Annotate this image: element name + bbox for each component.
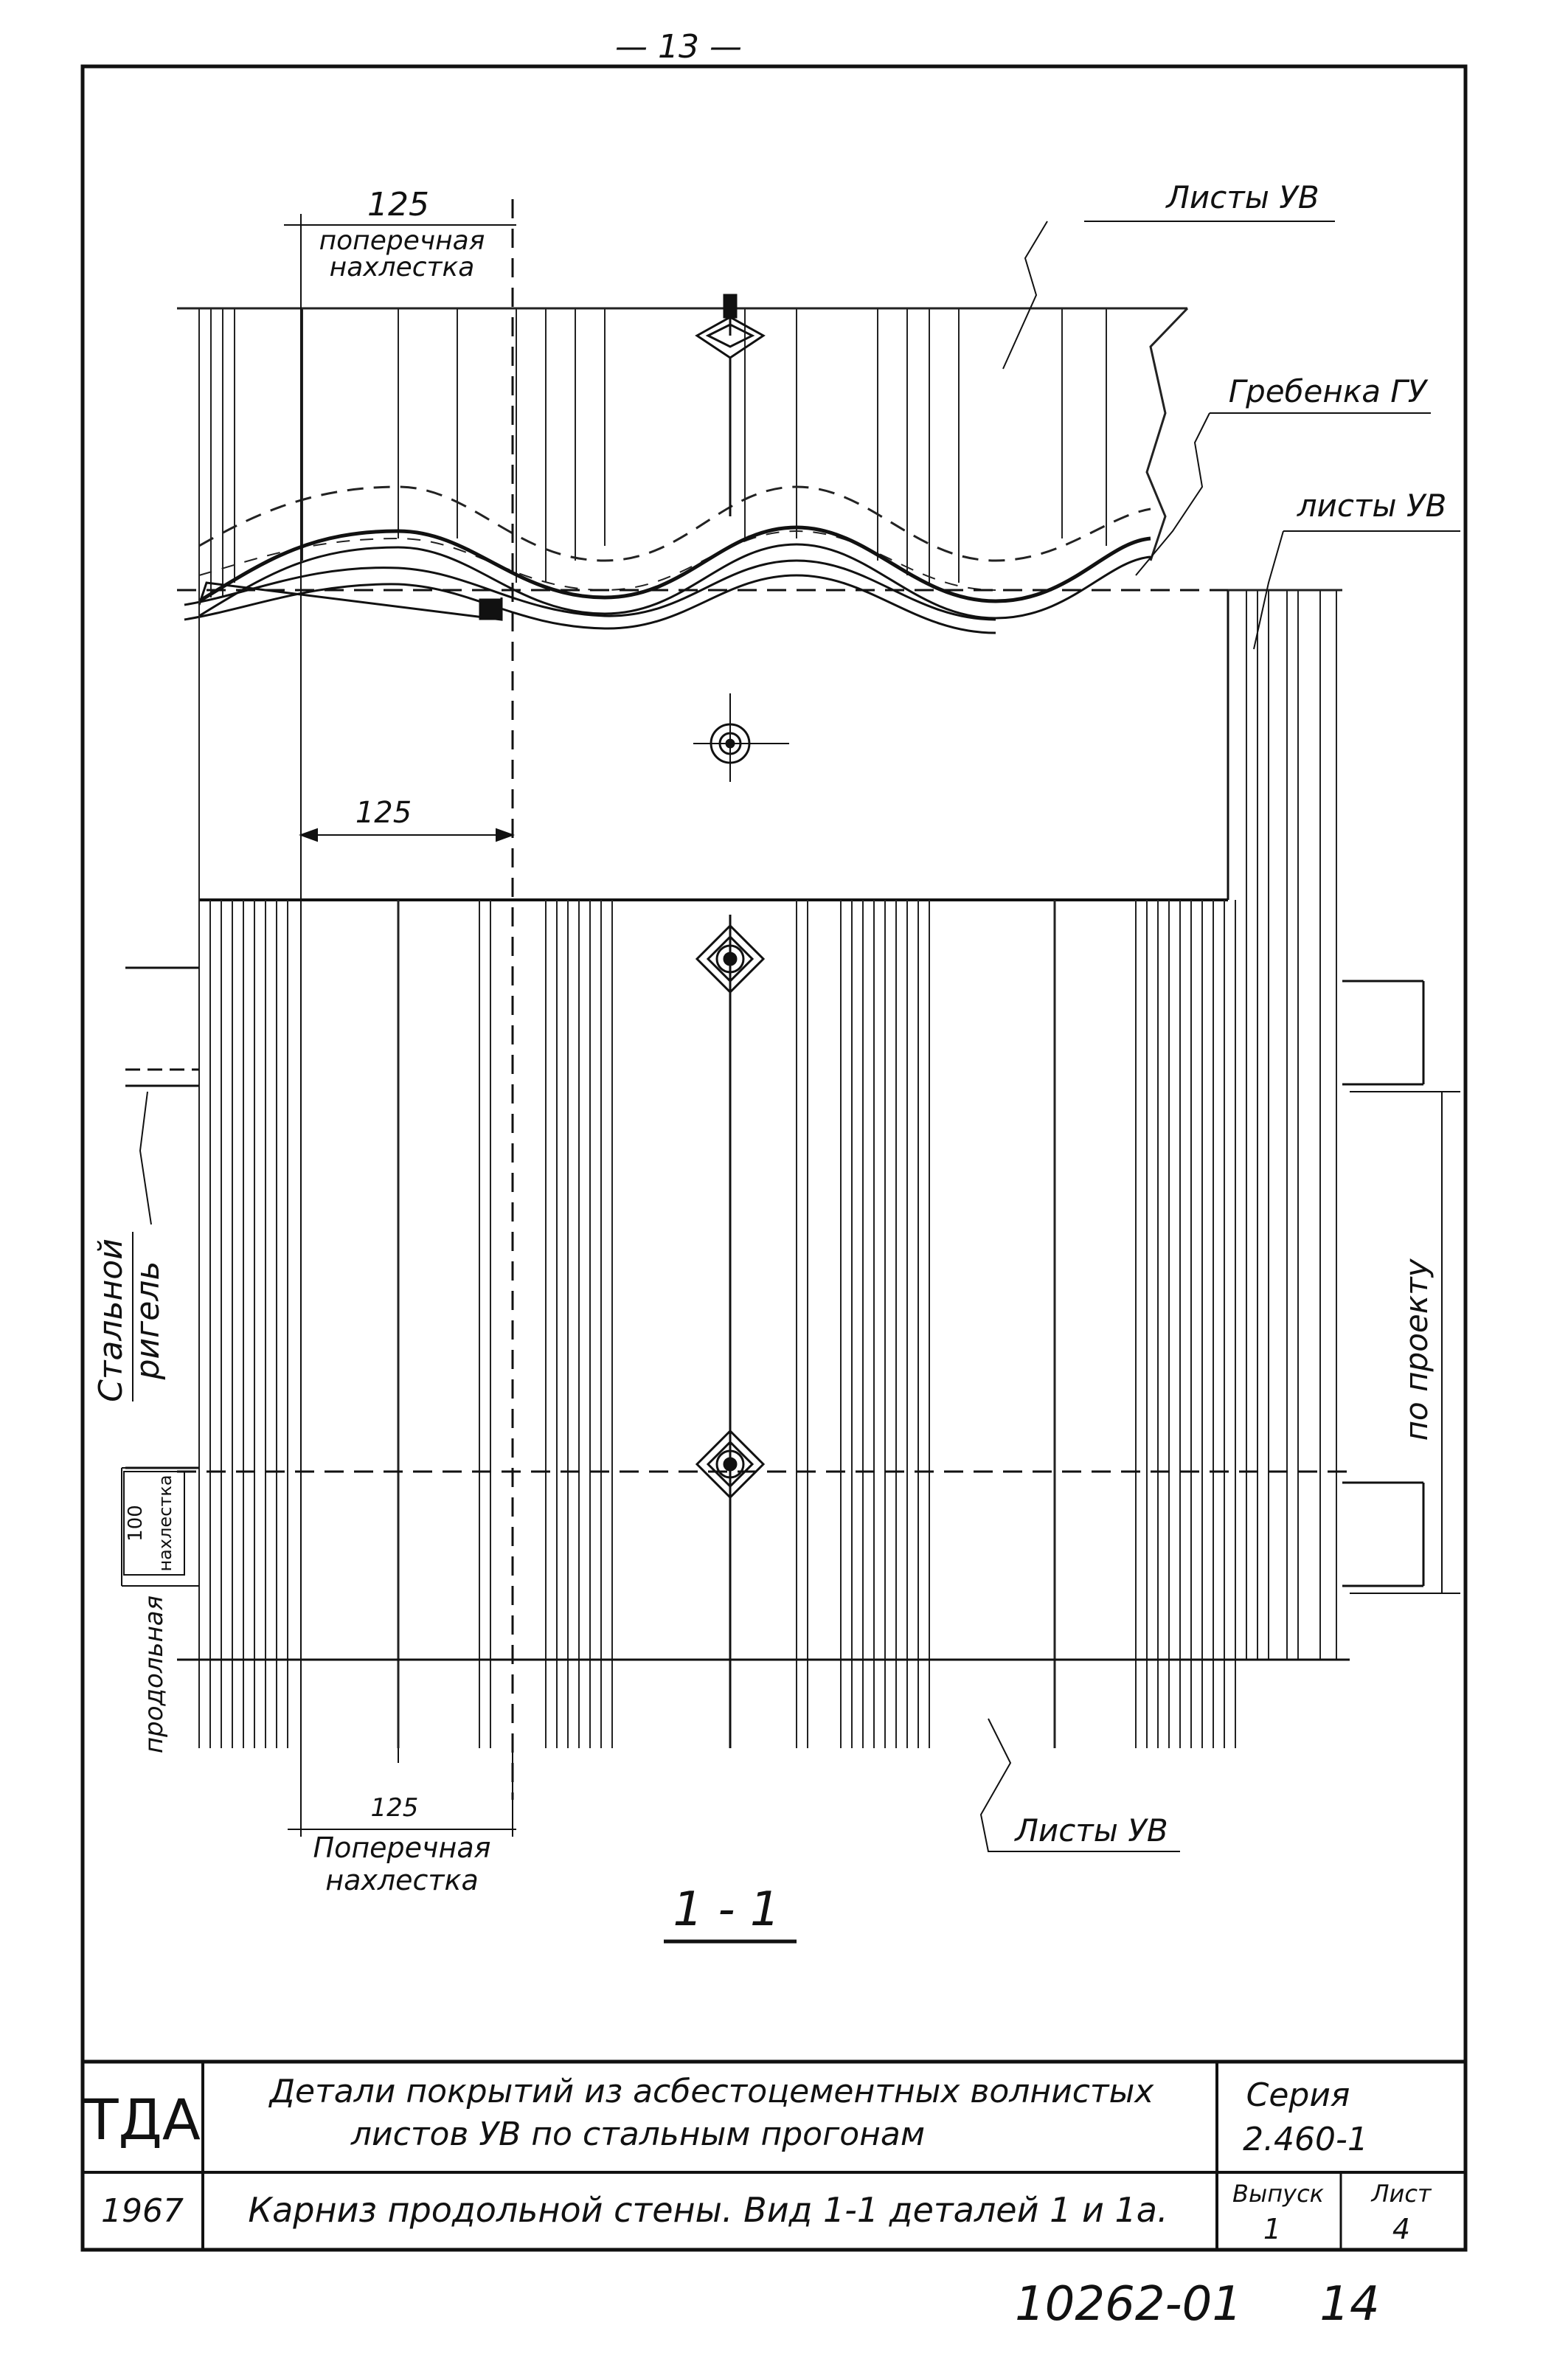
footer-page: 14 <box>1319 2277 1379 2332</box>
label-bottom-overlap-2: нахлестка <box>325 1864 479 1896</box>
year-label: 1967 <box>101 2192 184 2230</box>
wave-profile <box>184 525 1151 634</box>
top-bolt-icon <box>695 294 766 516</box>
label-sheets-bottom: Листы УВ <box>1013 1812 1168 1848</box>
sheet-label: Лист <box>1370 2180 1432 2208</box>
leader-sheets-right <box>1253 530 1460 650</box>
sheet-value: 4 <box>1392 2213 1410 2245</box>
eave-band <box>198 590 1229 901</box>
leader-ridge <box>1135 412 1431 576</box>
dimension-by-project <box>1350 1091 1460 1594</box>
label-sheets-right: листы УВ <box>1297 488 1447 524</box>
leader-girder <box>139 1091 152 1225</box>
leader-sheets-bottom <box>979 1718 1180 1852</box>
label-steel-girder-1: Стальной <box>92 1238 130 1402</box>
series-value: 2.460-1 <box>1243 2121 1368 2158</box>
middle-bolt-icon <box>693 693 789 782</box>
dim-100-label: 100 <box>125 1505 147 1542</box>
steel-girder-right <box>1342 980 1425 1587</box>
lower-bolt-1-icon <box>695 924 766 994</box>
label-top-overlap-2: нахлестка <box>330 252 475 283</box>
issue-label: Выпуск <box>1232 2180 1325 2208</box>
right-sheet <box>1228 589 1342 1660</box>
dim-middle-label: 125 <box>355 796 412 830</box>
title-line-1: Детали покрытий из асбестоцементных волн… <box>268 2073 1155 2110</box>
lower-sheet <box>198 310 1236 1748</box>
section-label: 1 - 1 <box>673 1882 780 1937</box>
label-ridge: Гребенка ГУ <box>1229 373 1429 409</box>
issue-value: 1 <box>1263 2213 1281 2245</box>
label-steel-girder-2: ригель <box>129 1261 167 1381</box>
page-number: — 13 — <box>615 28 742 66</box>
dim-bottom-label: 125 <box>371 1793 419 1823</box>
steel-girder-left <box>125 966 199 1469</box>
label-sheets-top: Листы УВ <box>1165 179 1319 215</box>
lower-bolt-2-icon <box>695 1429 766 1500</box>
dim-top-label: 125 <box>367 186 429 224</box>
label-longitudinal-1: продольная <box>139 1595 169 1753</box>
org-label: ТДА <box>83 2087 201 2152</box>
series-label: Серия <box>1246 2076 1350 2114</box>
label-longitudinal-2: нахлестка <box>155 1475 176 1571</box>
subtitle: Карниз продольной стены. Вид 1-1 деталей… <box>248 2190 1168 2230</box>
title-block <box>83 2059 1465 2250</box>
title-line-2: листов УВ по стальным прогонам <box>350 2116 925 2153</box>
doc-number: 10262-01 <box>1015 2277 1242 2332</box>
label-by-project: по проекту <box>1398 1258 1435 1441</box>
dimension-100 <box>121 1467 199 1587</box>
label-top-overlap-1: поперечная <box>319 226 485 256</box>
dimension-middle <box>299 828 515 842</box>
dimension-top <box>284 214 516 310</box>
dimension-bottom <box>288 1748 516 1837</box>
label-bottom-overlap-1: Поперечная <box>313 1832 491 1864</box>
leader-sheets-top <box>1002 221 1335 370</box>
drawing-frame <box>80 64 1468 2252</box>
